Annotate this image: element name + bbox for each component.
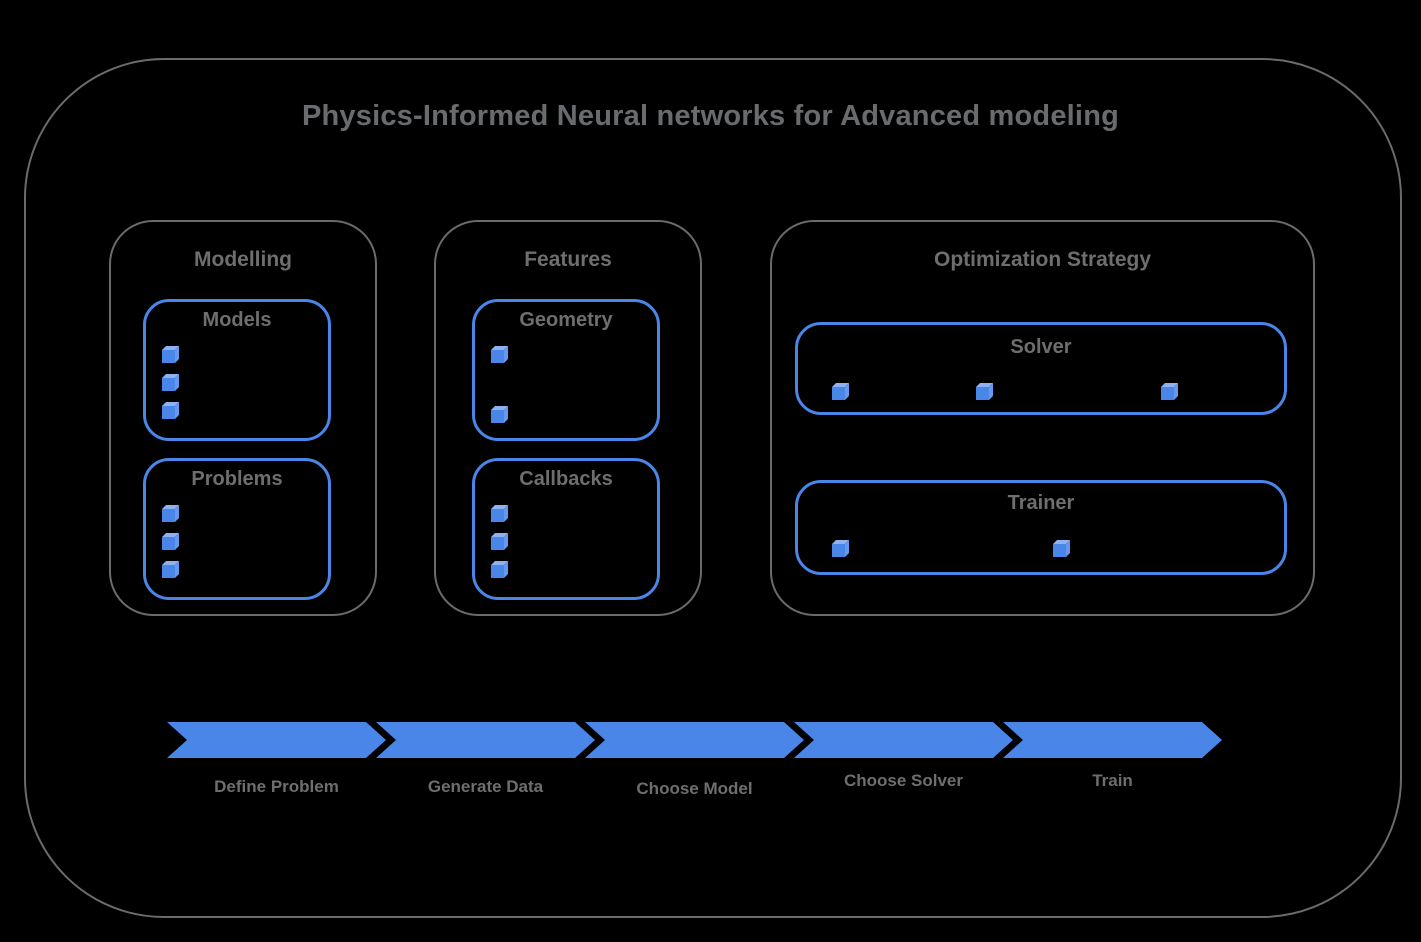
chevron-arrow-icon — [167, 722, 386, 758]
flow-step-label: Define Problem — [214, 777, 339, 796]
box-geometry-label: Geometry — [519, 309, 613, 331]
chevron-arrow-icon — [585, 722, 804, 758]
chevron-arrow-icon — [1003, 722, 1222, 758]
cube-icon — [491, 537, 504, 550]
cube-icon — [1161, 387, 1174, 400]
box-models: Models — [143, 299, 331, 441]
outer-frame — [24, 58, 1402, 918]
cube-icon — [491, 509, 504, 522]
flow-step-label: Choose Solver — [843, 771, 964, 790]
cube-icon — [976, 387, 989, 400]
cube-icon — [491, 410, 504, 423]
flow-step-label: Generate Data — [427, 777, 544, 796]
cube-icon — [832, 387, 845, 400]
geometry-bullet-list — [491, 350, 504, 423]
flow-step-train: Train — [1003, 722, 1222, 791]
cube-icon — [162, 565, 175, 578]
flow-step-generate-data: Generate Data — [376, 722, 595, 797]
cube-icon — [491, 350, 504, 363]
chevron-arrow-icon — [376, 722, 595, 758]
chevron-arrow-icon — [794, 722, 1013, 758]
callbacks-bullet-list — [491, 509, 504, 578]
box-trainer-label: Trainer — [1007, 492, 1075, 514]
section-optimization-strategy: Optimization Strategy — [770, 220, 1315, 616]
section-optimization-label: Optimization Strategy — [933, 248, 1152, 271]
section-features: Features — [434, 220, 702, 616]
flow-step-define-problem: Define Problem — [167, 722, 386, 797]
cube-icon — [491, 565, 504, 578]
models-bullet-list — [162, 350, 175, 419]
box-callbacks-label: Callbacks — [519, 468, 613, 490]
flow-step-choose-model: Choose Model — [585, 722, 804, 799]
section-modelling-label: Modelling — [194, 248, 292, 271]
box-geometry: Geometry — [472, 299, 660, 441]
cube-icon — [162, 378, 175, 391]
box-trainer: Trainer — [795, 480, 1287, 575]
flow-step-label: Train — [1092, 771, 1133, 790]
flow-step-label: Choose Model — [636, 779, 753, 798]
box-problems-label: Problems — [191, 468, 283, 490]
cube-icon — [162, 406, 175, 419]
box-solver-label: Solver — [1010, 336, 1072, 358]
box-solver: Solver — [795, 322, 1287, 415]
box-callbacks: Callbacks — [472, 458, 660, 600]
box-models-label: Models — [202, 309, 272, 331]
section-features-label: Features — [524, 248, 612, 271]
cube-icon — [162, 509, 175, 522]
section-modelling: Modelling — [109, 220, 377, 616]
cube-icon — [1053, 544, 1066, 557]
cube-icon — [162, 537, 175, 550]
cube-icon — [832, 544, 845, 557]
diagram-title: Physics-Informed Neural networks for Adv… — [301, 100, 1120, 132]
problems-bullet-list — [162, 509, 175, 578]
flow-step-choose-solver: Choose Solver — [794, 722, 1013, 791]
box-problems: Problems — [143, 458, 331, 600]
cube-icon — [162, 350, 175, 363]
